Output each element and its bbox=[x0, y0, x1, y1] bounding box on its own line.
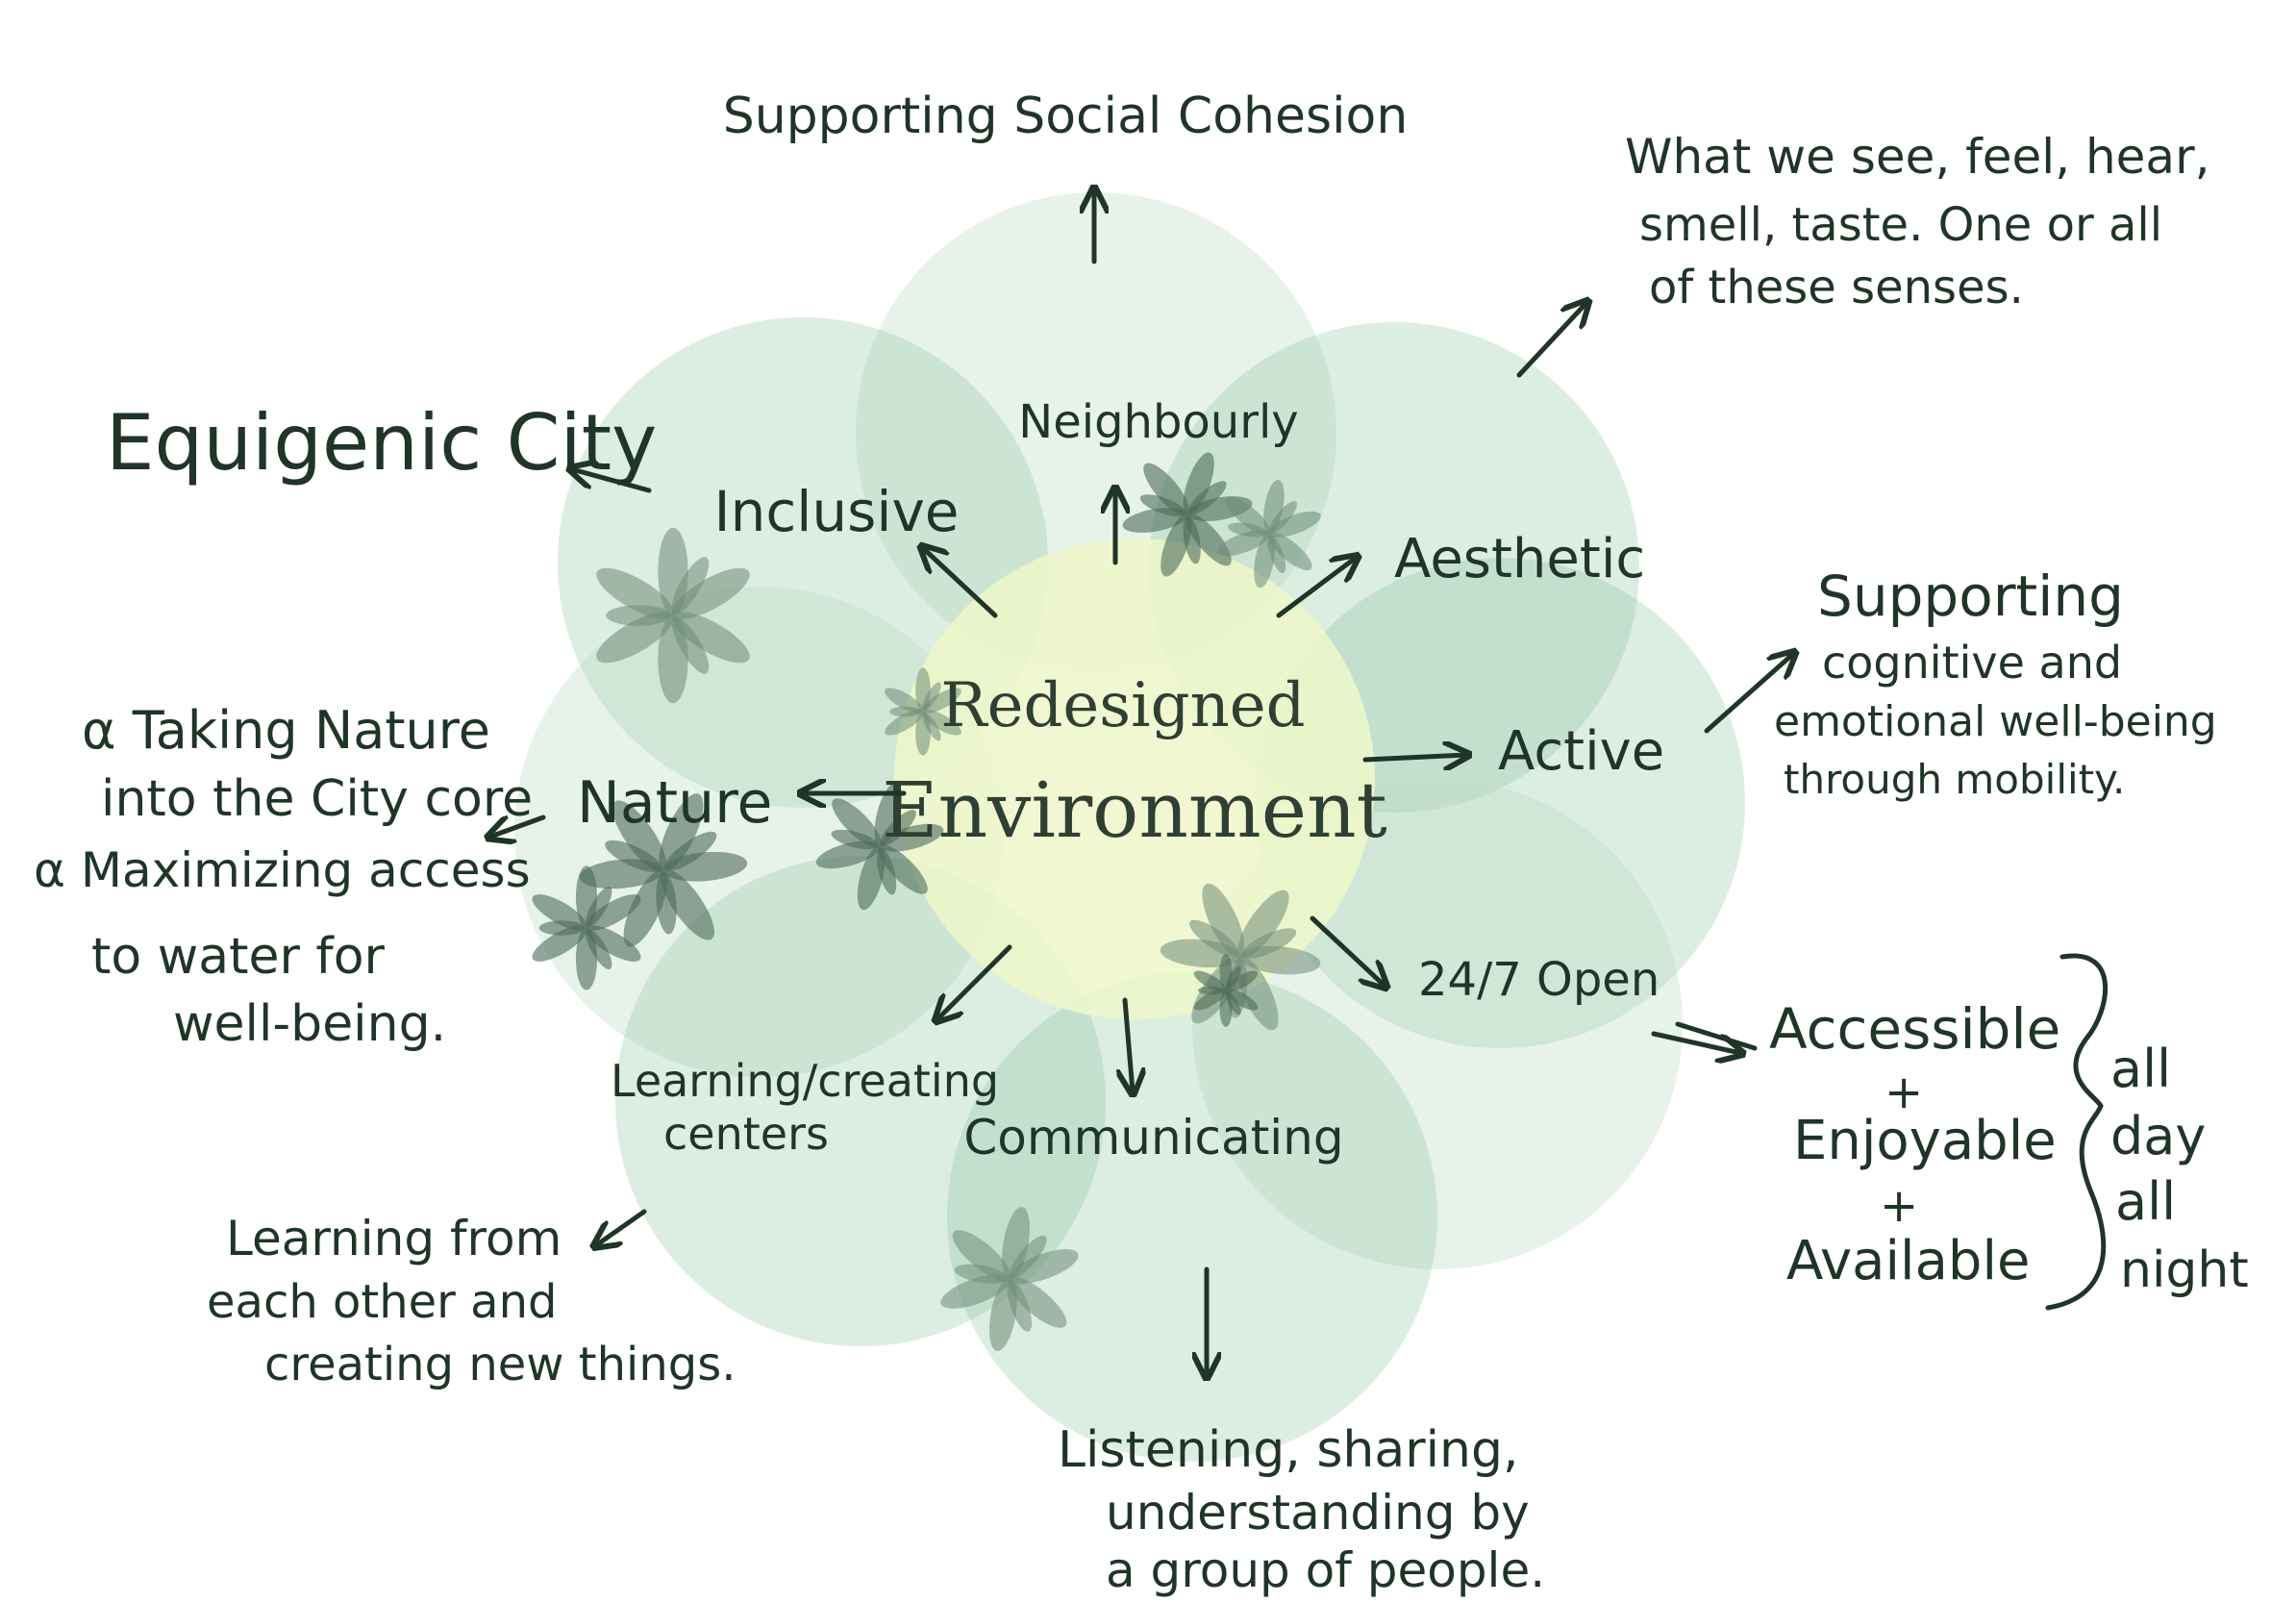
outcome-wellbeing-line4: through mobility. bbox=[1784, 756, 2125, 803]
label-learning-line2: centers bbox=[663, 1108, 829, 1160]
outcome-learning-line2: each other and bbox=[207, 1275, 557, 1329]
outcome-wellbeing-line1: Supporting bbox=[1817, 564, 2124, 629]
outcome-nature-line4: to water for bbox=[91, 928, 386, 986]
arrow-to-communicating bbox=[1125, 997, 1133, 1091]
outcome-learning-line1: Learning from bbox=[226, 1211, 562, 1266]
outcome-nature-line5: well-being. bbox=[173, 995, 446, 1053]
outcome-learning-line3: creating new things. bbox=[264, 1338, 736, 1391]
outcome-nature-line2: into the City core bbox=[101, 770, 533, 828]
petal-circles bbox=[514, 192, 1745, 1462]
arrow-to-wellbeing bbox=[1704, 654, 1793, 734]
outcome-day: day bbox=[2110, 1106, 2206, 1166]
petal-active bbox=[1255, 558, 1745, 1048]
outcome-all-2: all bbox=[2115, 1171, 2176, 1232]
label-inclusive: Inclusive bbox=[714, 479, 960, 544]
outcome-all-1: all bbox=[2110, 1039, 2171, 1099]
outcome-listening-line3: a group of people. bbox=[1106, 1542, 1545, 1598]
outcome-equigenic-city: Equigenic City bbox=[106, 398, 657, 488]
center-title-line2: Environment bbox=[882, 765, 1387, 855]
arrow-to-inclusive bbox=[923, 548, 998, 618]
outcome-night: night bbox=[2120, 1241, 2249, 1299]
outcome-enjoyable: Enjoyable bbox=[1793, 1110, 2057, 1172]
curly-brace bbox=[2045, 953, 2109, 1311]
outcome-nature-line1: α Taking Nature bbox=[82, 700, 490, 761]
outer-arrows bbox=[490, 190, 1793, 1375]
label-nature: Nature bbox=[577, 769, 772, 837]
outcome-wellbeing-line2: cognitive and bbox=[1822, 637, 2122, 689]
arrow-to-open bbox=[1310, 915, 1385, 986]
arrow-to-active bbox=[1362, 755, 1466, 760]
outcome-plus-2: + bbox=[1880, 1179, 1918, 1233]
label-open247: 24/7 Open bbox=[1418, 953, 1660, 1007]
label-neighbourly: Neighbourly bbox=[1018, 395, 1298, 449]
inner-arrows bbox=[803, 490, 1466, 1091]
outcome-available: Available bbox=[1786, 1230, 2030, 1292]
center-core bbox=[894, 539, 1375, 1019]
label-communicating: Communicating bbox=[963, 1110, 1343, 1165]
arrow-to-learning bbox=[937, 944, 1012, 1019]
arrow-to-nature-notes bbox=[490, 815, 546, 837]
arrow-to-learning-notes bbox=[596, 1209, 647, 1245]
outcome-senses-line3: of these senses. bbox=[1649, 261, 2024, 314]
outcome-accessible: Accessible bbox=[1769, 996, 2060, 1062]
arrow-to-equigenic bbox=[572, 469, 652, 493]
outcome-senses-line1: What we see, feel, hear, bbox=[1625, 129, 2210, 185]
label-aesthetic: Aesthetic bbox=[1394, 528, 1645, 590]
outcome-social-cohesion: Supporting Social Cohesion bbox=[723, 88, 1409, 145]
label-learning-line1: Learning/creating bbox=[611, 1055, 999, 1107]
center-title-line1: Redesigned bbox=[940, 670, 1305, 741]
outcome-plus-1: + bbox=[1884, 1065, 1923, 1119]
arrow-to-senses bbox=[1516, 303, 1586, 378]
arrow-to-access bbox=[1651, 1031, 1740, 1053]
outcome-senses-line2: smell, taste. One or all bbox=[1639, 198, 2162, 252]
outcome-listening-line1: Listening, sharing, bbox=[1058, 1421, 1519, 1479]
outcome-wellbeing-line3: emotional well-being bbox=[1774, 697, 2217, 746]
label-active: Active bbox=[1498, 720, 1664, 783]
outcome-listening-line2: understanding by bbox=[1106, 1485, 1530, 1541]
arrow-to-aesthetic bbox=[1276, 558, 1356, 618]
arrow-to-access-2 bbox=[1675, 1021, 1758, 1051]
petal-communicating bbox=[947, 971, 1437, 1462]
petal-learning bbox=[615, 856, 1106, 1346]
outcome-nature-line3: α Maximizing access bbox=[34, 842, 531, 898]
